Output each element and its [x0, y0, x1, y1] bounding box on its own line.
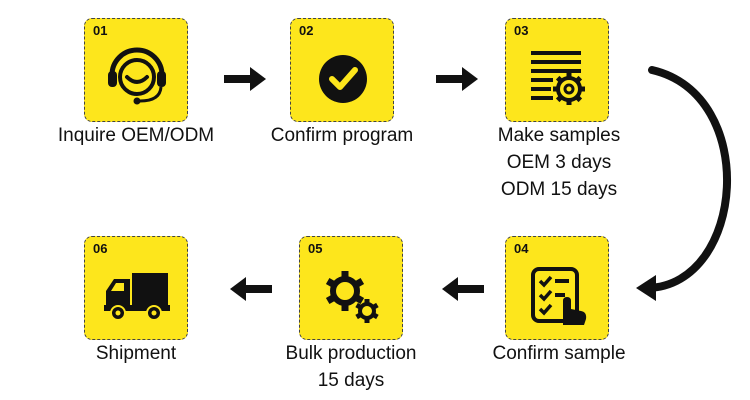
step-number: 04 [514, 241, 529, 256]
step-number: 02 [299, 23, 314, 38]
step-number: 06 [93, 241, 108, 256]
step-number: 01 [93, 23, 108, 38]
step-03-box: 03 [505, 18, 609, 122]
document-gear-icon [531, 51, 585, 105]
step-02-label: Confirm program [270, 125, 414, 146]
step-number: 05 [308, 241, 323, 256]
step-04-box: 04 [505, 236, 609, 340]
gears-icon [325, 271, 379, 323]
headset-icon [108, 47, 166, 105]
step-06-label: Shipment [95, 343, 177, 364]
step-number: 03 [514, 23, 529, 38]
step-01-label: Inquire OEM/ODM [57, 125, 215, 146]
step-05-label: Bulk production 15 days [285, 343, 417, 391]
checklist-touch-icon [531, 267, 587, 325]
arrow-left-icon [442, 277, 484, 301]
step-04-label: Confirm sample [492, 343, 626, 364]
step-01-box: 01 [84, 18, 188, 122]
checkmark-icon [319, 55, 367, 103]
arrow-right-icon [224, 67, 266, 91]
step-02-box: 02 [290, 18, 394, 122]
step-03-label: Make samples OEM 3 days ODM 15 days [497, 125, 621, 200]
step-06-box: 06 [84, 236, 188, 340]
arrow-left-icon [230, 277, 272, 301]
arrow-right-icon [436, 67, 478, 91]
truck-icon [104, 273, 170, 321]
step-05-box: 05 [299, 236, 403, 340]
